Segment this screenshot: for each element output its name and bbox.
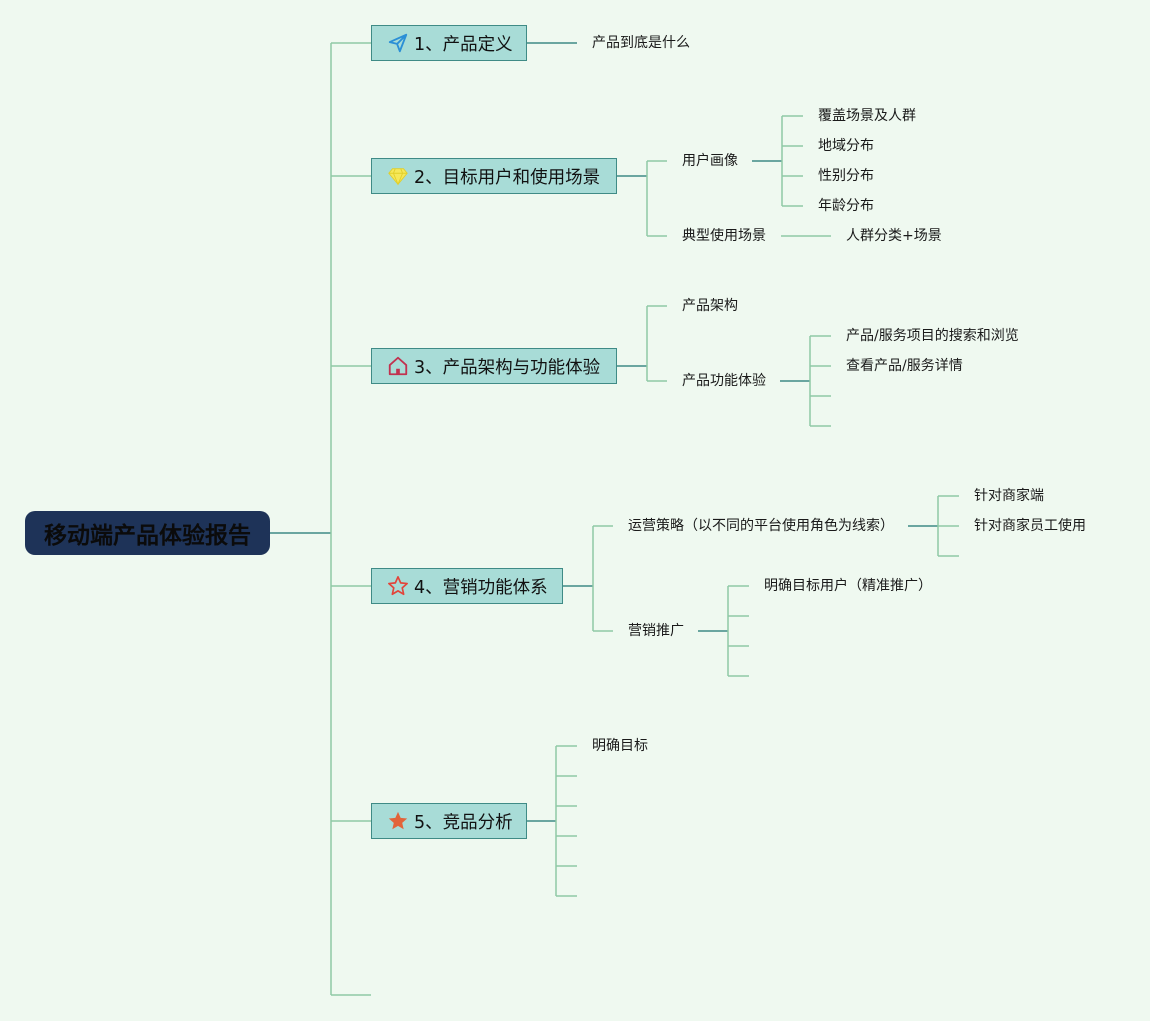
topic-marketing[interactable]: 4、营销功能体系 — [371, 568, 563, 604]
star-filled-icon — [387, 810, 409, 832]
node-product-arch[interactable]: 产品架构 — [682, 298, 738, 314]
topic-competitor-analysis[interactable]: 5、竞品分析 — [371, 803, 527, 839]
topic-target-users[interactable]: 2、目标用户和使用场景 — [371, 158, 617, 194]
home-icon — [387, 355, 409, 377]
node-target-users-precise[interactable]: 明确目标用户（精准推广） — [764, 578, 932, 594]
node-coverage[interactable]: 覆盖场景及人群 — [818, 108, 916, 124]
node-age[interactable]: 年龄分布 — [818, 198, 874, 214]
node-function-experience[interactable]: 产品功能体验 — [682, 373, 766, 389]
topic-architecture[interactable]: 3、产品架构与功能体验 — [371, 348, 617, 384]
node-merchant-staff[interactable]: 针对商家员工使用 — [974, 518, 1086, 534]
node-region[interactable]: 地域分布 — [818, 138, 874, 154]
topic-label: 5、竞品分析 — [414, 812, 513, 833]
node-clear-goal[interactable]: 明确目标 — [592, 738, 648, 754]
node-user-persona[interactable]: 用户画像 — [682, 153, 738, 169]
topic-label: 4、营销功能体系 — [414, 577, 548, 598]
gem-icon — [387, 165, 409, 187]
node-search-browse[interactable]: 产品/服务项目的搜索和浏览 — [846, 328, 1019, 344]
topic-label: 1、产品定义 — [414, 34, 513, 55]
node-merchant[interactable]: 针对商家端 — [974, 488, 1044, 504]
topic-product-definition[interactable]: 1、产品定义 — [371, 25, 527, 61]
root-topic[interactable]: 移动端产品体验报告 — [25, 511, 270, 555]
paper-plane-icon — [387, 32, 409, 54]
topic-label: 3、产品架构与功能体验 — [414, 357, 601, 378]
root-title: 移动端产品体验报告 — [44, 523, 251, 549]
node-gender[interactable]: 性别分布 — [818, 168, 874, 184]
node-crowd-scene[interactable]: 人群分类+场景 — [846, 228, 942, 244]
node-ops-strategy[interactable]: 运营策略（以不同的平台使用角色为线索） — [628, 518, 894, 534]
node-typical-scene[interactable]: 典型使用场景 — [682, 228, 766, 244]
topic-label: 2、目标用户和使用场景 — [414, 167, 601, 188]
node-view-detail[interactable]: 查看产品/服务详情 — [846, 358, 963, 374]
node-promotion[interactable]: 营销推广 — [628, 623, 684, 639]
star-outline-icon — [387, 575, 409, 597]
node-product-what[interactable]: 产品到底是什么 — [592, 35, 690, 51]
